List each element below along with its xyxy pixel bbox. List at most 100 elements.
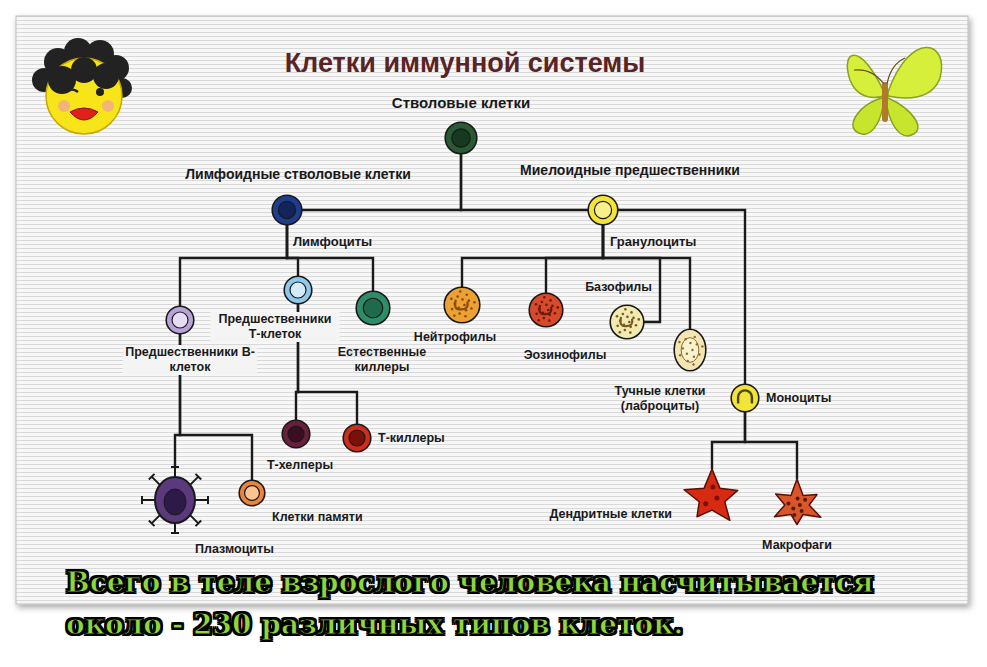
cell-icon [271, 194, 303, 226]
cell-nucleus [278, 201, 295, 218]
granule [453, 315, 456, 318]
granule [635, 324, 638, 327]
antibody-spike [189, 514, 201, 526]
granule [679, 354, 681, 356]
cell-nucleus [349, 430, 365, 446]
antibody-spike [195, 496, 208, 504]
cell-label: Дендритные клетки [549, 507, 672, 522]
cell-label: Макрофаги [762, 538, 832, 553]
tree-connector [712, 413, 745, 468]
cell-body [343, 424, 371, 452]
cell-label: Базофилы [585, 280, 652, 295]
antibody-spike [142, 496, 155, 504]
tree-connector [303, 155, 461, 210]
cell-body [674, 329, 706, 371]
granule [473, 301, 476, 304]
granule [800, 509, 804, 513]
cell-label: Лимфоидные стволовые клетки [185, 166, 411, 183]
antibody-spike [189, 474, 201, 486]
granule [556, 306, 559, 309]
granule [703, 501, 708, 506]
granule [538, 319, 541, 322]
cell-body [444, 287, 480, 323]
cell-label: Т-киллеры [378, 431, 445, 446]
granule [458, 312, 461, 315]
granule [450, 298, 453, 301]
branch-label: Гранулоциты [610, 234, 696, 249]
granule [549, 299, 552, 302]
granule [637, 318, 640, 321]
cell-label: Предшественники В-клеток [123, 345, 257, 375]
granule [694, 336, 696, 338]
cell-body [155, 477, 195, 523]
cell-icon [342, 423, 372, 453]
cell-nucleus [452, 129, 470, 147]
cell-nucleus [620, 317, 632, 326]
cell-nucleus [363, 298, 382, 317]
granule [692, 363, 694, 365]
cell-node: Предшественники Т-клеток [283, 275, 313, 305]
cell-icon [281, 419, 311, 449]
granule [687, 360, 689, 362]
granule [616, 315, 619, 318]
tree-connector [745, 413, 797, 478]
granule [698, 353, 700, 355]
cell-icon [444, 121, 478, 155]
tree-connector [180, 226, 287, 305]
granule [696, 343, 698, 345]
granule [701, 345, 703, 347]
granule [791, 506, 795, 510]
granule [543, 296, 546, 299]
cell-node: Стволовые клетки [444, 121, 478, 155]
granule [543, 317, 546, 320]
cell-body [731, 384, 759, 412]
cell-node: Макрофаги [767, 478, 827, 532]
granule [624, 308, 627, 311]
cell-node: Эозинофилы [528, 292, 564, 328]
cell-label: Т-хелперы [267, 458, 333, 473]
cell-body [684, 469, 738, 520]
cell-node: Миелоидные предшественники [587, 194, 619, 226]
cell-body [529, 293, 563, 327]
cell-body [166, 306, 194, 334]
cell-icon [528, 292, 564, 328]
granule [710, 485, 715, 490]
granule [619, 331, 622, 334]
cell-icon [140, 465, 210, 535]
granule [684, 338, 686, 340]
granule [714, 496, 719, 501]
cell-body [610, 305, 644, 339]
cell-icon [238, 479, 266, 507]
cell-icon [355, 290, 391, 326]
granule [798, 503, 802, 507]
cell-nucleus [245, 486, 260, 501]
granule [786, 501, 790, 505]
caption-text: Всего в теле взрослого человека насчитыв… [66, 562, 971, 646]
cell-icon [767, 478, 827, 532]
diagram-title: Клетки иммунной системы [215, 48, 715, 79]
cell-label: Нейтрофилы [414, 330, 496, 345]
cell-nucleus [738, 390, 752, 403]
granule [689, 342, 691, 344]
granule [535, 313, 538, 316]
cell-node: Базофилы [609, 304, 645, 340]
granule [629, 331, 632, 334]
cell-node: Плазмоциты [140, 465, 210, 535]
granule [463, 304, 466, 307]
granule [456, 295, 459, 298]
cell-body [445, 122, 477, 154]
cell-body [356, 291, 390, 325]
cell-nucleus [455, 300, 468, 310]
granule [796, 497, 800, 501]
cell-nucleus [681, 338, 699, 363]
striped-card [16, 16, 968, 604]
cell-node: Естественные киллеры [355, 290, 391, 326]
cell-node: Лимфоидные стволовые клетки [271, 194, 303, 226]
granule [470, 307, 473, 310]
granule [678, 341, 680, 343]
cell-icon [283, 275, 313, 305]
butterfly [847, 47, 941, 136]
granule [464, 315, 467, 318]
cell-body [239, 480, 265, 506]
